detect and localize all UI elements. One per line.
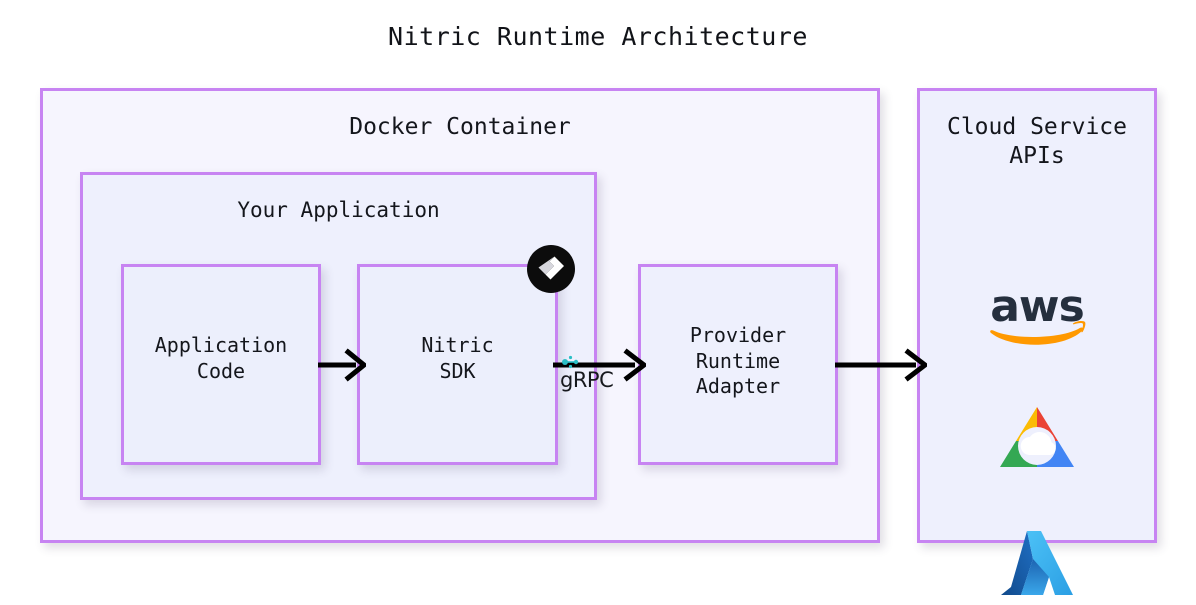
your-application-label: Your Application <box>237 198 440 222</box>
grpc-logo-icon <box>562 355 579 369</box>
cloud-service-apis-box: Cloud Service APIs aws <box>917 88 1157 595</box>
architecture-diagram: Nitric Runtime Architecture Docker Conta… <box>40 22 1157 595</box>
provider-runtime-adapter-label: Provider Runtime Adapter <box>689 323 787 399</box>
aws-logo-icon: aws <box>920 279 1154 353</box>
nitric-logo-icon <box>527 245 575 293</box>
page-title: Nitric Runtime Architecture <box>388 22 808 51</box>
google-cloud-logo-icon <box>920 401 1154 481</box>
nitric-sdk-label: Nitric SDK <box>421 333 494 383</box>
grpc-connection-label: gRPC <box>560 355 614 392</box>
azure-logo-icon <box>920 523 1154 605</box>
application-code-box: Application Code <box>121 264 321 465</box>
grpc-label-text: gRPC <box>560 368 614 392</box>
provider-runtime-adapter-box: Provider Runtime Adapter <box>638 264 838 465</box>
docker-container-label: Docker Container <box>349 114 571 140</box>
nitric-sdk-box: Nitric SDK <box>357 245 575 465</box>
cloud-service-apis-label: Cloud Service APIs <box>946 114 1127 170</box>
svg-text:aws: aws <box>990 283 1084 332</box>
application-code-label: Application Code <box>154 333 288 383</box>
